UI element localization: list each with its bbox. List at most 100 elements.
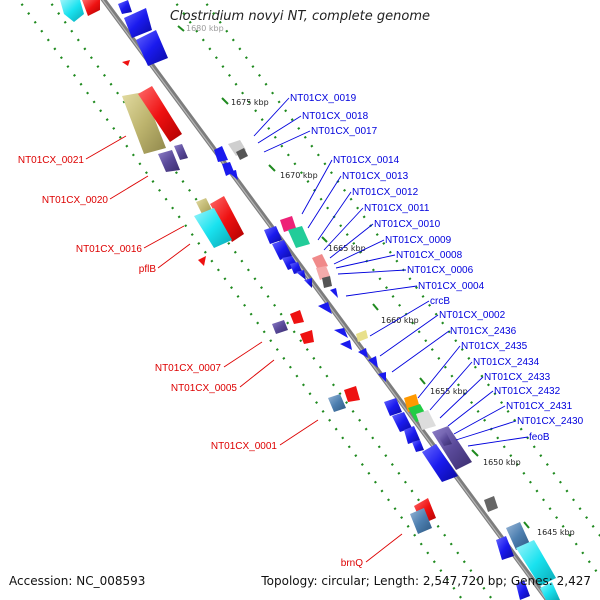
gene-feature-purple[interactable] (158, 150, 180, 172)
scale-label: 1645 kbp (537, 528, 575, 537)
gene-feature-blue[interactable] (392, 412, 412, 432)
gene-label[interactable]: NT01CX_0010 (374, 219, 441, 230)
gene-label[interactable]: NT01CX_2436 (450, 326, 517, 337)
gene-label[interactable]: NT01CX_0013 (342, 171, 409, 182)
gene-label[interactable]: NT01CX_2432 (494, 386, 561, 397)
gene-feature-teal[interactable] (288, 226, 310, 248)
gene-label[interactable]: NT01CX_0005 (171, 383, 238, 394)
gene-feature-red-small[interactable] (198, 256, 206, 266)
track-dotted-line (17, 0, 464, 600)
label-leader-line (257, 115, 302, 144)
gene-feature-steel[interactable] (328, 394, 346, 412)
scale-ticks: 1680 kbp 1675 kbp 1670 kbp 1665 kbp 1660… (177, 24, 575, 537)
gene-feature-purple[interactable] (438, 432, 452, 446)
label-leader-line (345, 285, 418, 297)
gene-feature-cyan[interactable] (60, 0, 84, 22)
gene-feature-cyan[interactable] (516, 540, 556, 586)
gene-label[interactable]: NT01CX_0012 (352, 187, 419, 198)
gene-feature-red[interactable] (82, 0, 100, 16)
gene-feature-blue[interactable] (422, 444, 458, 482)
label-leader-line (157, 243, 191, 269)
gene-label[interactable]: pflB (139, 264, 157, 275)
gene-feature-blue[interactable] (516, 580, 530, 600)
gene-feature-red[interactable] (344, 386, 360, 402)
gene-feature-pink[interactable] (280, 216, 296, 232)
gene-feature-blue[interactable] (378, 372, 386, 382)
gene-feature-blue[interactable] (384, 398, 402, 416)
gene-feature-cyan[interactable] (540, 582, 560, 600)
gene-feature-grey[interactable] (236, 148, 248, 160)
gene-label[interactable]: NT01CX_2435 (461, 341, 528, 352)
gene-feature-salmon[interactable] (312, 254, 328, 270)
forward-gene-labels: NT01CX_0019 NT01CX_0018 NT01CX_0017 NT01… (290, 93, 584, 443)
gene-feature-blue[interactable] (124, 8, 152, 38)
gene-feature-olive[interactable] (122, 92, 166, 154)
gene-feature-blue[interactable] (214, 146, 228, 162)
gene-label[interactable]: NT01CX_0014 (333, 155, 400, 166)
gene-feature-grey[interactable] (484, 496, 498, 512)
gene-label[interactable]: NT01CX_0016 (76, 244, 143, 255)
gene-feature-blue[interactable] (228, 170, 238, 180)
label-leader-lines (85, 97, 529, 563)
label-leader-line (333, 239, 385, 265)
gene-feature-grey[interactable] (322, 276, 332, 288)
gene-label[interactable]: NT01CX_2430 (517, 416, 584, 427)
gene-feature-blue[interactable] (118, 0, 132, 14)
gene-feature-blue[interactable] (340, 340, 352, 350)
gene-label[interactable]: NT01CX_0008 (396, 250, 463, 261)
gene-label[interactable]: NT01CX_0007 (155, 363, 222, 374)
gene-feature-red[interactable] (290, 310, 304, 324)
gene-feature-purple[interactable] (174, 144, 188, 160)
gene-label[interactable]: NT01CX_2434 (473, 357, 540, 368)
gene-label[interactable]: NT01CX_0019 (290, 93, 357, 104)
gene-label[interactable]: NT01CX_0002 (439, 310, 506, 321)
gene-feature-red[interactable] (138, 86, 182, 142)
label-leader-line (323, 207, 364, 251)
label-leader-line (429, 361, 473, 411)
gene-feature-blue[interactable] (496, 536, 514, 560)
gene-label[interactable]: NT01CX_0011 (364, 203, 430, 214)
gene-label[interactable]: NT01CX_0006 (407, 265, 474, 276)
gene-label[interactable]: brnQ (341, 558, 363, 569)
gene-label[interactable]: NT01CX_0009 (385, 235, 452, 246)
gene-label[interactable]: NT01CX_0018 (302, 111, 369, 122)
gene-feature-red[interactable] (210, 196, 244, 242)
gene-label[interactable]: NT01CX_0017 (311, 126, 378, 137)
gene-feature-yellow[interactable] (356, 330, 368, 342)
gene-feature-blue[interactable] (272, 240, 292, 260)
gene-feature-red[interactable] (300, 330, 314, 344)
gene-label[interactable]: NT01CX_0004 (418, 281, 485, 292)
gene-label[interactable]: feoB (529, 432, 550, 443)
gene-label[interactable]: crcB (430, 296, 450, 307)
gene-feature-salmon[interactable] (316, 266, 330, 280)
gene-feature-blue[interactable] (368, 356, 378, 368)
label-leader-line (337, 269, 407, 275)
gene-label[interactable]: NT01CX_2431 (506, 401, 573, 412)
gene-features (60, 0, 560, 600)
gene-feature-blue[interactable] (290, 262, 302, 274)
gene-feature-blue[interactable] (412, 440, 424, 452)
gene-feature-steel[interactable] (410, 508, 432, 534)
gene-feature-blue[interactable] (358, 348, 368, 358)
label-leader-line (317, 191, 352, 241)
gene-feature-grey[interactable] (416, 410, 436, 430)
gene-feature-blue[interactable] (330, 288, 338, 298)
gene-feature-blue[interactable] (404, 426, 420, 444)
gene-label[interactable]: NT01CX_0020 (42, 195, 109, 206)
gene-feature-blue[interactable] (136, 30, 168, 66)
gene-feature-blue[interactable] (296, 270, 306, 280)
gene-feature-blue[interactable] (264, 226, 282, 244)
gene-feature-red-small[interactable] (122, 60, 130, 66)
gene-label[interactable]: NT01CX_0001 (211, 441, 278, 452)
gene-feature-cyan[interactable] (194, 208, 232, 248)
gene-label[interactable]: NT01CX_2433 (484, 372, 551, 383)
label-leader-line (301, 159, 333, 215)
gene-feature-purple[interactable] (272, 320, 288, 334)
genome-backbone (100, 0, 551, 600)
gene-feature-blue[interactable] (318, 302, 332, 314)
gene-label[interactable]: NT01CX_0021 (18, 155, 85, 166)
gene-feature-blue[interactable] (304, 278, 312, 288)
gene-feature-blue[interactable] (334, 328, 348, 338)
gene-feature-steel[interactable] (506, 522, 530, 550)
